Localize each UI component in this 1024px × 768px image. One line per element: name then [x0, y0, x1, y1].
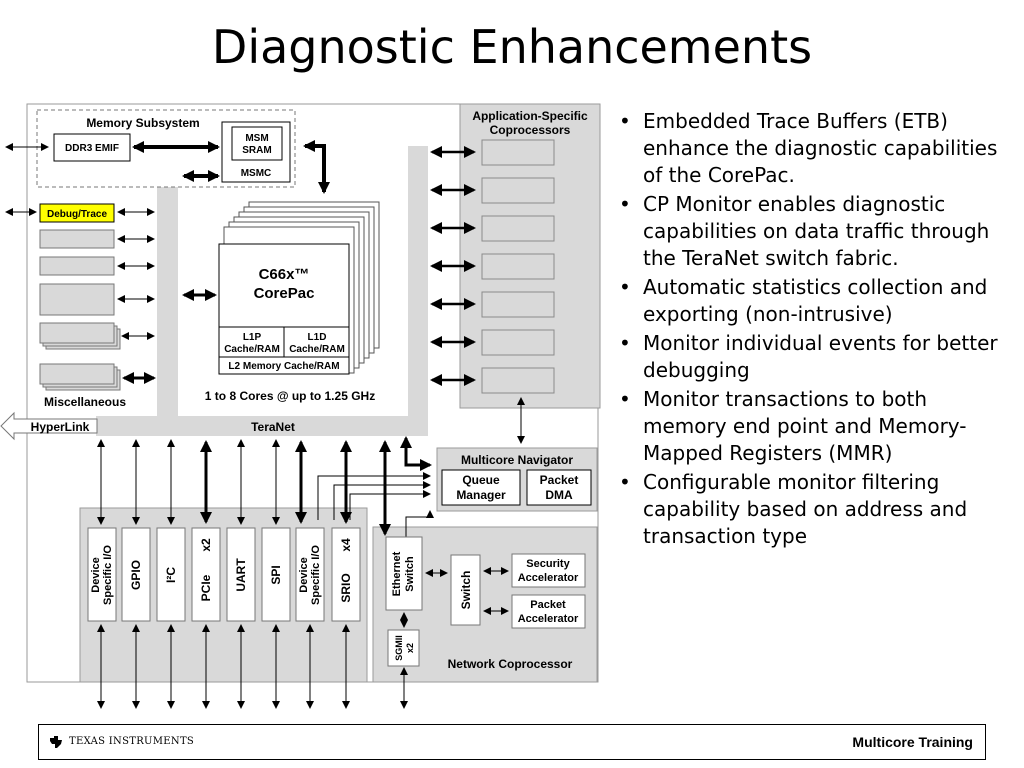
- coproc-slot: [481, 215, 555, 242]
- queue-manager-label: Manager: [456, 488, 506, 502]
- l2-memory-label: L2 Memory Cache/RAM: [228, 361, 339, 372]
- msm-label: MSM: [245, 133, 268, 144]
- peripheral-pcie: [191, 527, 221, 622]
- network-coprocessor-label: Network Coprocessor: [448, 657, 573, 671]
- cores-note: 1 to 8 Cores @ up to 1.25 GHz: [205, 389, 375, 403]
- coproc-slot: [481, 291, 555, 318]
- corepac-label: C66x™: [259, 266, 310, 283]
- hyperlink-arrow-icon: [0, 411, 98, 441]
- msm-sram-box: [231, 126, 283, 161]
- misc-block-5: [39, 363, 115, 385]
- navigator-connector: [333, 481, 431, 520]
- slide-title: Diagnostic Enhancements: [211, 20, 813, 74]
- msmc-corepac-arrow: [303, 140, 330, 194]
- l1p-label: L1P: [243, 332, 262, 343]
- peripheral-label: Specific I/O: [310, 545, 322, 605]
- switch-box: [450, 554, 481, 626]
- peripheral-label: GPIO: [129, 560, 143, 590]
- peripheral-i2c: [156, 527, 186, 622]
- ddr3-emif-label: DDR3 EMIF: [65, 143, 119, 154]
- peripheral-label: UART: [234, 558, 248, 592]
- security-accelerator-label: Security: [526, 558, 570, 570]
- course-title: Multicore Training: [852, 734, 973, 750]
- peripheral-spi: [261, 527, 291, 622]
- peripheral-srio: [331, 527, 361, 622]
- packet-accelerator-box: [511, 594, 586, 629]
- coproc-slot: [481, 177, 555, 204]
- coproc-slot: [481, 367, 555, 394]
- l1d-label: L1D: [308, 332, 327, 343]
- peripheral-label: Specific I/O: [102, 545, 114, 605]
- bullet-item: Monitor individual events for better deb…: [617, 330, 1002, 384]
- l1d-label: Cache/RAM: [289, 344, 345, 355]
- sram-label: SRAM: [242, 145, 271, 156]
- texas-instruments-logo: [50, 736, 62, 748]
- teranet-navigator-arrow: [400, 436, 432, 471]
- coproc-slot: [481, 139, 555, 166]
- teranet-bar: [96, 416, 428, 436]
- sgmii-label: SGMII: [394, 635, 404, 661]
- peripheral-tag: x4: [339, 538, 353, 552]
- queue-manager-label: Queue: [462, 473, 500, 487]
- bullet-item: CP Monitor enables diagnostic capabiliti…: [617, 191, 1002, 272]
- coproc-slot: [481, 329, 555, 356]
- peripheral-label: Device: [298, 557, 310, 592]
- peripheral-label: I²C: [164, 567, 178, 583]
- app-coproc-label: Application-Specific: [472, 109, 588, 123]
- bullet-item: Monitor transactions to both memory end …: [617, 386, 1002, 467]
- peripheral-tag: x2: [199, 538, 213, 552]
- bullet-item: Automatic statistics collection and expo…: [617, 274, 1002, 328]
- security-accelerator-box: [511, 553, 586, 588]
- msmc-label: MSMC: [241, 168, 272, 179]
- ethernet-switch-label: Ethernet: [391, 551, 403, 596]
- miscellaneous-label: Miscellaneous: [44, 395, 126, 409]
- packet-accelerator-label: Accelerator: [518, 613, 579, 625]
- memory-subsystem-label: Memory Subsystem: [86, 116, 199, 130]
- peripheral-label: SPI: [269, 565, 283, 584]
- sgmii-box: [387, 629, 420, 667]
- peripheral-device-io-2: [295, 527, 325, 622]
- bullet-item: Configurable monitor filtering capabilit…: [617, 469, 1002, 550]
- app-coproc-label: Coprocessors: [490, 123, 571, 137]
- peripheral-device-io-1: [87, 527, 117, 622]
- packet-dma-box: [526, 469, 592, 506]
- misc-block-4: [39, 322, 115, 344]
- misc-block-3: [39, 283, 115, 316]
- ethernet-switch-label: Switch: [404, 556, 416, 592]
- misc-block-1: [39, 229, 115, 249]
- teranet-right-spine: [408, 146, 428, 418]
- peripheral-label: Device: [90, 557, 102, 592]
- bullet-list: Embedded Trace Buffers (ETB) enhance the…: [617, 108, 1002, 552]
- coproc-slot: [481, 253, 555, 280]
- multicore-navigator-label: Multicore Navigator: [461, 453, 573, 467]
- teranet-left-spine: [157, 168, 178, 418]
- peripheral-label: SRIO: [339, 573, 353, 602]
- packet-dma-label: Packet: [540, 473, 579, 487]
- l1p-label: Cache/RAM: [224, 344, 280, 355]
- navigator-network-connector: [405, 510, 434, 538]
- security-accelerator-label: Accelerator: [518, 572, 579, 584]
- queue-manager-box: [441, 469, 521, 506]
- ddr3-emif-box: [53, 133, 131, 162]
- teranet-label: TeraNet: [251, 420, 295, 434]
- debug-trace-label: Debug/Trace: [47, 209, 107, 220]
- company-name: TEXAS INSTRUMENTS: [69, 736, 195, 747]
- sgmii-label: x2: [405, 643, 415, 653]
- bullet-item: Embedded Trace Buffers (ETB) enhance the…: [617, 108, 1002, 189]
- misc-block-2: [39, 256, 115, 276]
- ethernet-switch-box: [385, 536, 423, 611]
- packet-accelerator-label: Packet: [530, 599, 566, 611]
- debug-trace-box: [39, 203, 115, 223]
- corepac-label: CorePac: [254, 285, 315, 302]
- peripheral-label: PCIe: [199, 574, 213, 601]
- hyperlink-label: HyperLink: [31, 420, 90, 434]
- peripheral-uart: [226, 527, 256, 622]
- footer-bar: TEXAS INSTRUMENTS Multicore Training: [38, 724, 986, 760]
- navigator-connector: [317, 472, 431, 520]
- packet-dma-label: DMA: [545, 488, 573, 502]
- switch-label: Switch: [459, 571, 473, 610]
- peripheral-gpio: [121, 527, 151, 622]
